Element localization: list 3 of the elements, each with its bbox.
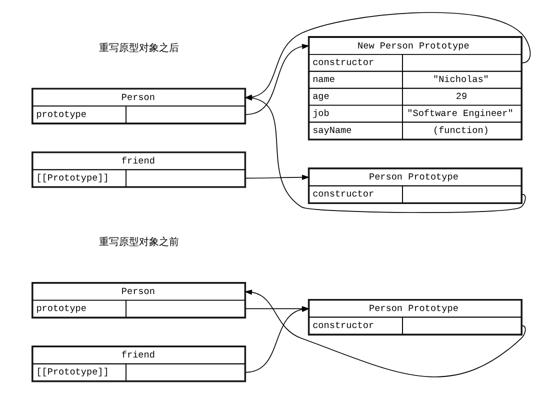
arrow <box>245 174 310 180</box>
label: 重写原型对象之后 <box>98 43 179 54</box>
label: 重写原型对象之前 <box>98 237 179 248</box>
